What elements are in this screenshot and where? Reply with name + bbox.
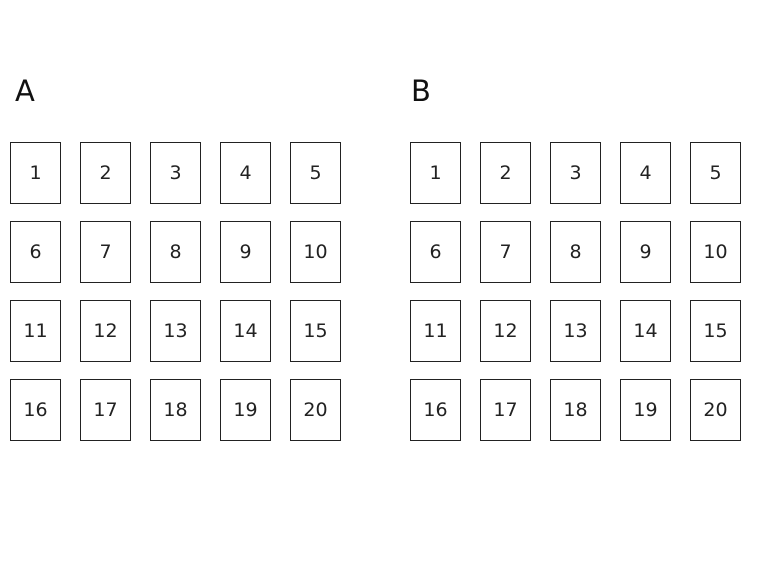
panel-b-cell-8[interactable]: 8 — [550, 221, 601, 283]
panel-b-cell-1[interactable]: 1 — [410, 142, 461, 204]
panel-b-cell-11[interactable]: 11 — [410, 300, 461, 362]
panel-b-cell-7[interactable]: 7 — [480, 221, 531, 283]
panel-b-cell-18[interactable]: 18 — [550, 379, 601, 441]
panel-a-cell-2[interactable]: 2 — [80, 142, 131, 204]
panel-b-cell-15[interactable]: 15 — [690, 300, 741, 362]
panel-b-cell-9[interactable]: 9 — [620, 221, 671, 283]
panel-a-cell-7[interactable]: 7 — [80, 221, 131, 283]
panel-a-cell-1[interactable]: 1 — [10, 142, 61, 204]
panel-a-cell-5[interactable]: 5 — [290, 142, 341, 204]
panel-a-cell-14[interactable]: 14 — [220, 300, 271, 362]
panel-b-cell-5[interactable]: 5 — [690, 142, 741, 204]
panel-b-cell-12[interactable]: 12 — [480, 300, 531, 362]
panel-a-cell-12[interactable]: 12 — [80, 300, 131, 362]
panel-b-cell-13[interactable]: 13 — [550, 300, 601, 362]
panel-a-cell-11[interactable]: 11 — [10, 300, 61, 362]
panel-a-cell-19[interactable]: 19 — [220, 379, 271, 441]
panel-a-cell-3[interactable]: 3 — [150, 142, 201, 204]
panel-b-cell-17[interactable]: 17 — [480, 379, 531, 441]
panel-b-cell-4[interactable]: 4 — [620, 142, 671, 204]
panel-a-cell-13[interactable]: 13 — [150, 300, 201, 362]
panel-b-cell-6[interactable]: 6 — [410, 221, 461, 283]
panel-b-cell-2[interactable]: 2 — [480, 142, 531, 204]
panel-a-cell-10[interactable]: 10 — [290, 221, 341, 283]
panel-a-cell-8[interactable]: 8 — [150, 221, 201, 283]
panel-b-cell-10[interactable]: 10 — [690, 221, 741, 283]
panel-b-cell-19[interactable]: 19 — [620, 379, 671, 441]
panel-a-cell-17[interactable]: 17 — [80, 379, 131, 441]
panel-b-cell-14[interactable]: 14 — [620, 300, 671, 362]
panel-a-cell-18[interactable]: 18 — [150, 379, 201, 441]
panel-a-title: A — [15, 74, 35, 108]
panel-a-cell-15[interactable]: 15 — [290, 300, 341, 362]
panel-a-cell-16[interactable]: 16 — [10, 379, 61, 441]
panel-a-cell-6[interactable]: 6 — [10, 221, 61, 283]
panel-a-cell-20[interactable]: 20 — [290, 379, 341, 441]
panel-a-cell-4[interactable]: 4 — [220, 142, 271, 204]
panel-a-cell-9[interactable]: 9 — [220, 221, 271, 283]
panel-b-cell-16[interactable]: 16 — [410, 379, 461, 441]
panel-b-cell-3[interactable]: 3 — [550, 142, 601, 204]
panel-b-cell-20[interactable]: 20 — [690, 379, 741, 441]
panel-b-title: B — [411, 74, 431, 108]
